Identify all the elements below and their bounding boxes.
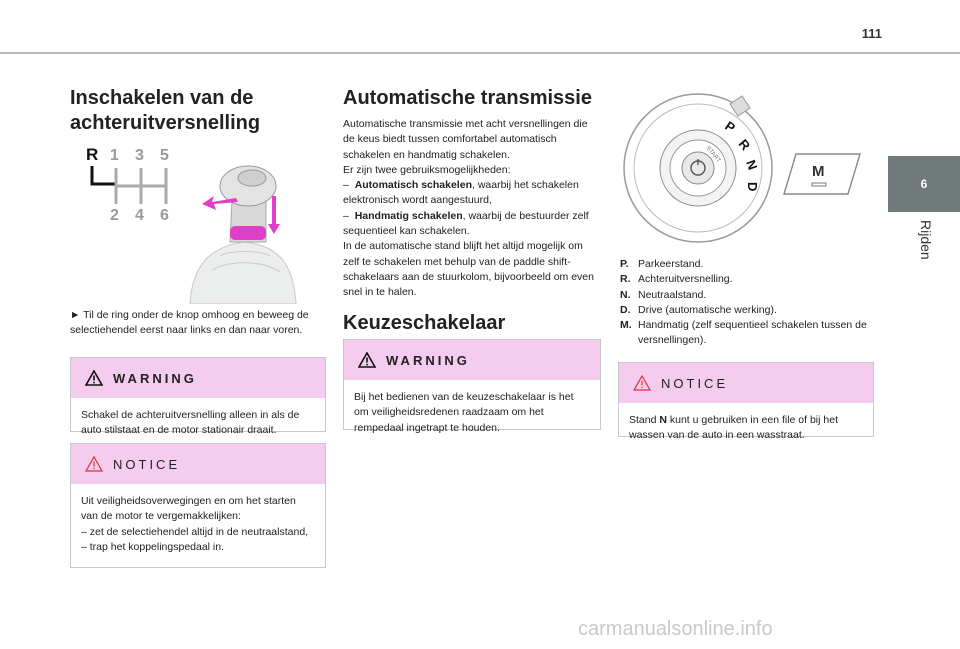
warning-label: WARNING [113,370,197,386]
legend-text: Handmatig (zelf sequentieel schakelen tu… [638,319,867,347]
legend-key: P. [620,258,629,270]
notice-line-2: – zet de selectiehendel altijd in de neu… [81,525,309,538]
notice-box-safety: NOTICE Uit veiligheidsoverwegingen en om… [70,443,326,568]
legend-key: D. [620,303,631,316]
page-number: 111 [861,26,882,41]
section-title: Inschakelen van de achteruitversnelling [70,86,326,136]
gear-label-1: 1 [110,147,119,164]
gear-label-3: 3 [135,147,144,164]
legend-key: N. [620,288,631,301]
option-manual: – Handmatig schakelen, waarbij de bestuu… [343,209,601,240]
m-button-label: M [812,163,825,180]
warning-icon [358,352,376,368]
legend-key: R. [620,273,631,286]
warning-text: Schakel de achteruitversnelling alleen i… [81,409,300,437]
option-manual-bold: Handmatig schakelen [354,209,463,222]
title-line-2: achteruitversnelling [70,112,261,134]
option-manual-rest: , waarbij de bestuurder zelf sequentieel… [343,209,589,238]
dash: – [343,209,349,222]
chapter-number: 6 [920,177,928,191]
title-line-1: Inschakelen van de [70,87,254,109]
warning-text: Bij het bedienen van de keuzeschakelaar … [354,391,574,434]
warning-header: WARNING [71,358,325,398]
warning-box-selector: WARNING Bij het bedienen van de keuzesch… [343,339,601,434]
dial-letter-d: D [745,182,760,191]
warning-label: WARNING [386,352,470,368]
gear-selector-illustration: START P R N D M [623,93,861,243]
legend-key: M. [620,319,632,332]
gear-label-2: 2 [110,207,119,224]
legend-text: Achteruitversnelling. [638,273,733,286]
list-item: M. Handmatig (zelf sequentieel schakelen… [620,318,874,349]
reverse-gear-section: Inschakelen van de achteruitversnelling [70,86,326,136]
section-title-automatic: Automatische transmissie [343,87,592,109]
gear-label-6: 6 [160,207,169,224]
gear-label-r: R [86,145,98,164]
legend-text: Parkeerstand. [638,258,704,270]
warning-header: WARNING [344,340,600,380]
notice-text-post: kunt u gebruiken in een file of bij het … [629,414,838,442]
header-rule [0,52,960,54]
notice-line-1: Uit veiligheidsoverwegingen en om het st… [81,495,296,523]
notice-body: Uit veiligheidsoverwegingen en om het st… [71,484,325,563]
gear-label-4: 4 [135,207,144,224]
chapter-label: Rijden [918,220,934,260]
notice-text-pre: Stand [629,414,660,426]
intro-paragraph-2: Er zijn twee gebruiksmogelijkheden: [343,163,511,176]
option-automatic-rest: , waarbij het schakelen elektronisch wor… [343,179,579,207]
manual-mode-button: M [783,153,861,195]
notice-box-neutral: NOTICE Stand N kunt u gebruiken in een f… [618,362,874,441]
list-item: R. Achteruitversnelling. [620,272,874,287]
notice-line-3: – trap het koppelingspedaal in. [81,540,225,553]
watermark: carmanualsonline.info [578,618,773,640]
notice-header: NOTICE [71,444,325,484]
gearshift-illustration: R 1 3 5 2 4 6 [86,145,297,304]
notice-icon [633,375,651,391]
rotary-dial-drawing: START [623,93,773,243]
warning-icon [85,370,103,386]
dash: – [343,179,349,192]
legend-text: Neutraalstand. [638,288,707,301]
gear-pattern-diagram: R 1 3 5 2 4 6 [86,145,169,224]
notice-text: Stand N kunt u gebruiken in een file of … [619,403,873,452]
notice-icon [85,456,103,472]
automatic-transmission-section: Automatische transmissie Automatische tr… [343,86,601,301]
list-item: D. Drive (automatische werking). [620,303,874,318]
list-item: P. Parkeerstand. [620,257,874,272]
gear-knob-drawing [189,165,297,304]
instruction-text: ► Til de ring onder de knop omhoog en be… [70,309,309,337]
notice-label: NOTICE [113,456,181,472]
option-automatic-bold: Automatisch schakelen [354,179,472,192]
option-automatic: – Automatisch schakelen, waarbij het sch… [343,178,601,209]
intro-paragraph-3: In de automatische stand blijft het alti… [343,240,594,299]
intro-paragraph-1: Automatische transmissie met acht versne… [343,118,588,161]
selector-legend: P. Parkeerstand. R. Achteruitversnelling… [620,257,874,349]
gear-label-5: 5 [160,147,169,164]
legend-text: Drive (automatische werking). [638,303,777,316]
list-item: N. Neutraalstand. [620,288,874,303]
notice-label: NOTICE [661,375,729,391]
notice-header: NOTICE [619,363,873,403]
warning-box-reverse: WARNING Schakel de achteruitversnelling … [70,357,326,436]
notice-text-bold: N [659,414,667,426]
subtitle-selector: Keuzeschakelaar [343,312,506,334]
chapter-tab[interactable]: 6 [888,156,960,212]
